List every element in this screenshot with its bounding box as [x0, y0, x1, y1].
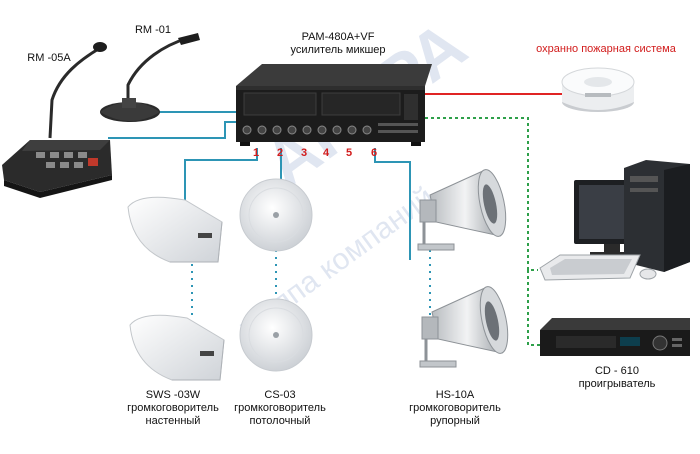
label-rm05a: RM -05A [27, 52, 71, 64]
label-fire-system: охранно пожарная система [536, 43, 676, 55]
label-cs03: CS-03 громкоговоритель потолочный [225, 389, 335, 428]
dotted-links [191, 250, 431, 325]
horn-speaker-bottom [419, 286, 509, 368]
sws03w-line2: настенный [145, 415, 201, 427]
label-rm01: RM -01 [134, 24, 172, 36]
line-zone1 [184, 148, 258, 205]
rm05a-device [2, 42, 112, 198]
ceiling-speaker-top [239, 178, 313, 252]
amplifier-name: PAM-480A+VF [301, 31, 375, 43]
horn-speaker-top [417, 169, 507, 251]
cs03-name: CS-03 [264, 389, 296, 401]
line-amp-cd [527, 270, 540, 346]
cd-player-device [540, 318, 690, 356]
amplifier-device [236, 64, 432, 146]
cs03-line2: потолочный [249, 415, 311, 427]
line-zone6 [374, 148, 411, 260]
wall-speaker-top [127, 196, 223, 263]
cd610-name: CD - 610 [594, 365, 640, 377]
label-amplifier: PAM-480A+VF усилитель микшер [268, 31, 408, 57]
computer-device [539, 160, 690, 281]
line-amp-computer [425, 117, 538, 271]
fire-detector-device [561, 67, 635, 112]
cs03-line1: громкоговоритель [234, 402, 326, 414]
wall-speaker-bottom [129, 314, 225, 381]
sws03w-line1: громкоговоритель [127, 402, 219, 414]
zone-label-5: 5 [345, 147, 353, 159]
amplifier-desc: усилитель микшер [290, 44, 386, 56]
zone-label-2: 2 [276, 147, 284, 159]
cd610-line1: проигрыватель [578, 378, 656, 390]
zone-label-1: 1 [252, 147, 260, 159]
hs10a-line2: рупорный [430, 415, 480, 427]
sws03w-name: SWS -03W [145, 389, 201, 401]
label-hs10a: HS-10A громкоговоритель рупорный [400, 389, 510, 428]
label-cd610: CD - 610 проигрыватель [572, 365, 662, 391]
ceiling-speaker-bottom [239, 298, 313, 372]
zone-label-4: 4 [322, 147, 330, 159]
zone-label-6: 6 [370, 147, 378, 159]
line-rm05a-amp [108, 121, 240, 139]
hs10a-name: HS-10A [435, 389, 475, 401]
zone-label-3: 3 [300, 147, 308, 159]
rm01-device [100, 33, 200, 122]
connections [108, 93, 562, 346]
label-sws03w: SWS -03W громкоговоритель настенный [118, 389, 228, 428]
hs10a-line1: громкоговоритель [409, 402, 501, 414]
